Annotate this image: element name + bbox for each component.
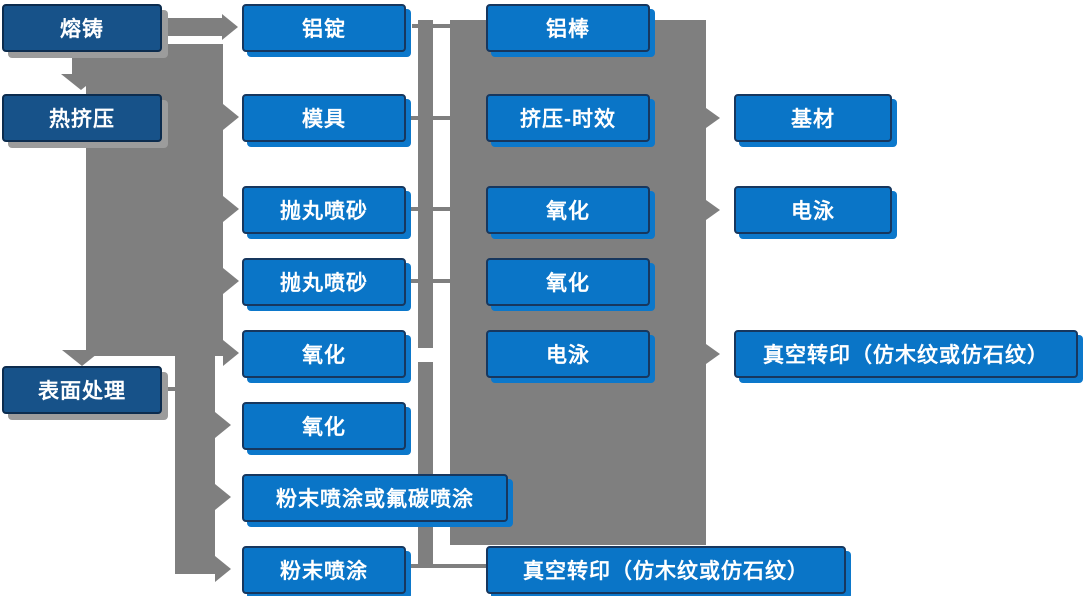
arrowhead-to-oxidation-1 [223, 340, 239, 366]
node-melt-casting: 熔铸 [2, 4, 162, 52]
arrowhead-to-shot-blasting-1 [223, 196, 239, 222]
node-shot-blasting-2: 抛丸喷砂 [242, 258, 406, 306]
arrowhead-to-shot-blasting-2 [223, 268, 239, 294]
node-vacuum-transfer-bottom: 真空转印（仿木纹或仿石纹） [486, 546, 846, 594]
node-oxidation-1: 氧化 [242, 330, 406, 378]
node-base-material: 基材 [734, 94, 892, 142]
node-oxidation-3: 氧化 [486, 186, 650, 234]
arrowhead-to-mold [223, 104, 239, 130]
node-surface-treatment: 表面处理 [2, 366, 162, 414]
arrowhead-to-powder-coating [215, 556, 231, 582]
connector-tick-row3 [408, 207, 452, 211]
node-aluminum-ingot: 铝锭 [242, 4, 406, 52]
connector-mid-bar-upper [418, 20, 433, 348]
connector-trunk-upper [86, 44, 223, 356]
arrowhead-to-powder-fluoro [215, 484, 231, 510]
connector-powder-to-vacuum [408, 564, 490, 568]
connector-trunk-lower [175, 356, 215, 574]
node-shot-blasting-1: 抛丸喷砂 [242, 186, 406, 234]
node-oxidation-2: 氧化 [242, 402, 406, 450]
node-extrusion-aging: 挤压-时效 [486, 94, 650, 142]
node-electrophoresis-2: 电泳 [734, 186, 892, 234]
connector-surface-stub [160, 387, 178, 391]
node-aluminum-rod: 铝棒 [486, 4, 650, 52]
arrowhead-to-base-material [706, 108, 720, 128]
connector-tick-row1 [412, 24, 452, 28]
connector-melt-to-ingot-shaft [163, 18, 223, 36]
node-powder-coating: 粉末喷涂 [242, 546, 406, 594]
arrowhead-to-surface-treatment [62, 350, 102, 366]
connector-melt-to-hotextrusion [72, 48, 90, 75]
connector-mid-bar-lower [418, 362, 433, 568]
arrowhead-to-vacuum-right [706, 344, 720, 364]
arrowhead-to-oxidation-2 [215, 412, 231, 438]
arrowhead-to-electrophoresis [706, 200, 720, 220]
node-vacuum-transfer-right: 真空转印（仿木纹或仿石纹） [734, 330, 1078, 378]
node-hot-extrusion: 热挤压 [2, 94, 162, 142]
node-mold: 模具 [242, 94, 406, 142]
connector-tick-row2 [408, 116, 452, 120]
arrowhead-to-aluminum-ingot [222, 14, 238, 40]
connector-tick-row4 [408, 279, 452, 283]
node-powder-or-fluorocarbon-coating: 粉末喷涂或氟碳喷涂 [242, 474, 508, 522]
node-oxidation-4: 氧化 [486, 258, 650, 306]
node-electrophoresis-1: 电泳 [486, 330, 650, 378]
